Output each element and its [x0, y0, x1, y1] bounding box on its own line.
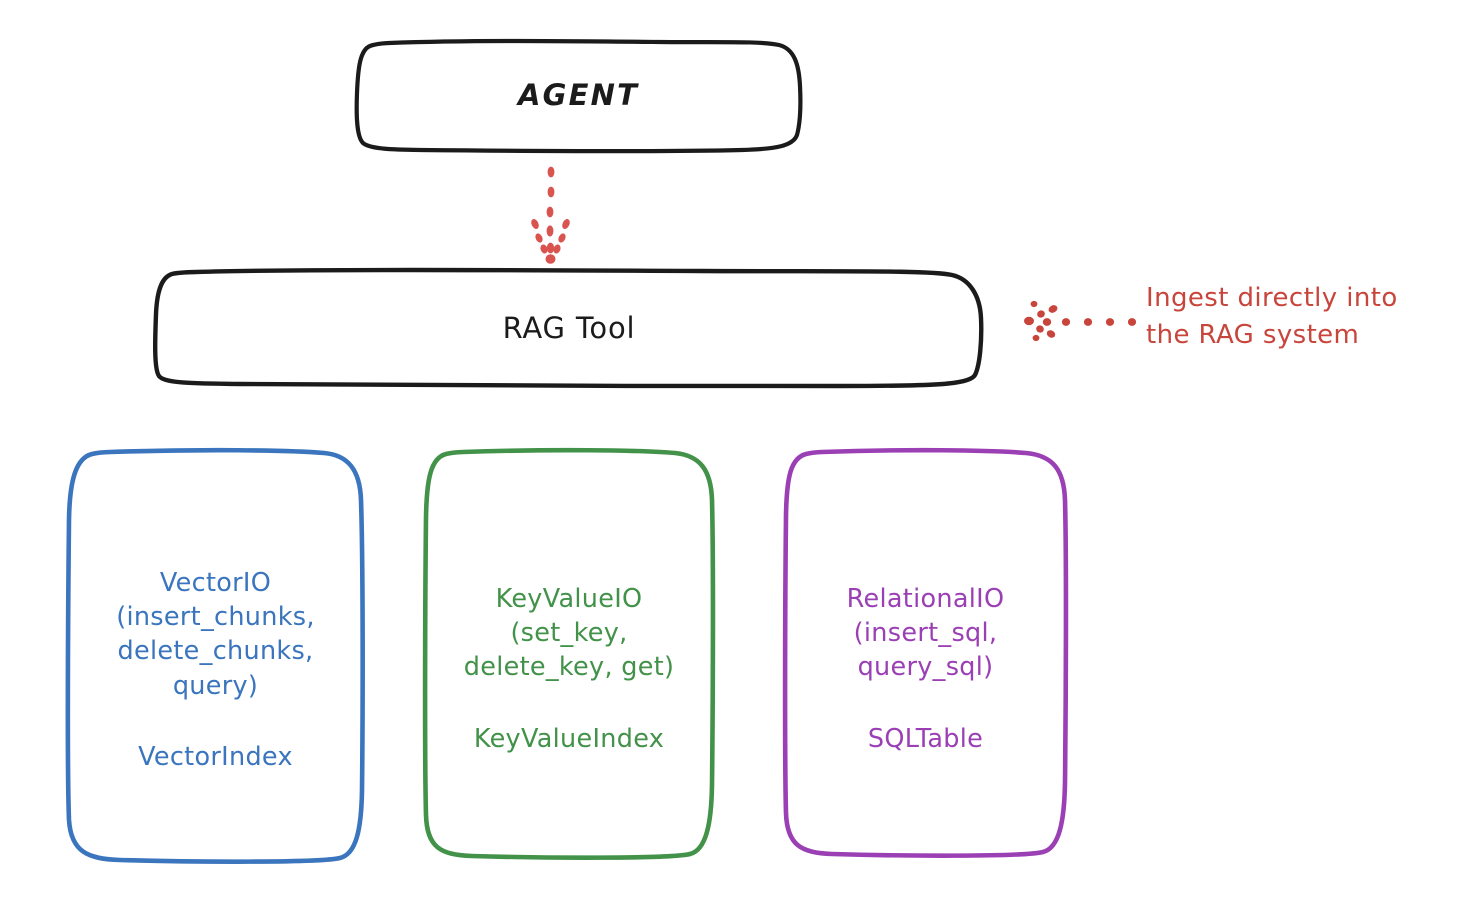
key-value-io-box-outline: [422, 447, 716, 860]
node-key-value-io[interactable]: [422, 447, 716, 860]
agent-box-outline: [354, 38, 803, 154]
rag-tool-box-outline: [152, 267, 984, 389]
connector-agent-to-rag-tool: [531, 166, 570, 264]
node-rag-tool[interactable]: [152, 267, 984, 389]
node-relational-io[interactable]: [782, 447, 1069, 858]
node-agent[interactable]: [354, 38, 803, 154]
node-vector-io[interactable]: [65, 447, 365, 864]
connector-ingest-arrow: [1024, 300, 1137, 342]
vector-io-box-outline: [65, 447, 365, 864]
relational-io-box-outline: [782, 447, 1069, 858]
